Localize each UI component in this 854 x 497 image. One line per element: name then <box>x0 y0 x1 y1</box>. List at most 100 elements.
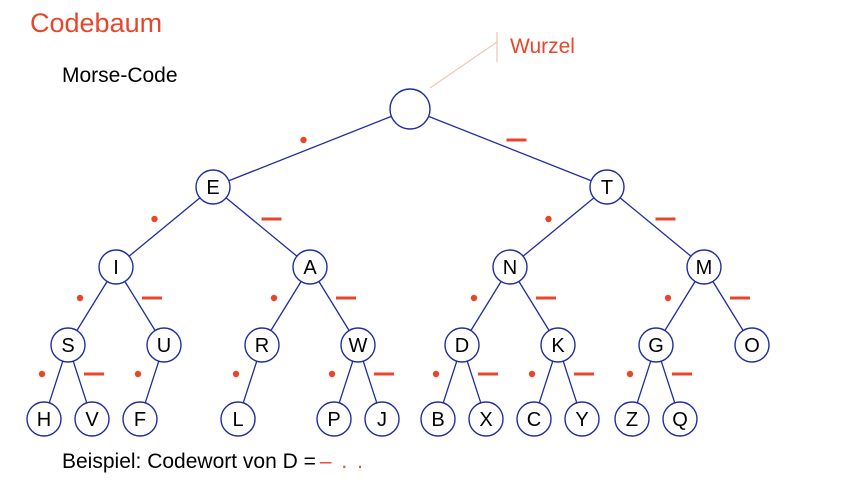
node-circle <box>686 249 722 285</box>
node-label: L <box>232 409 243 431</box>
node-label: U <box>157 335 171 357</box>
letter-node-g: G <box>638 327 674 363</box>
node-label: X <box>479 409 492 431</box>
node-label: S <box>61 335 74 357</box>
edge-dot-dash <box>225 197 298 257</box>
dot-symbol <box>470 294 478 302</box>
dot-symbol <box>76 294 84 302</box>
dash-symbol <box>142 296 162 300</box>
edge-dot-dot-dash <box>124 281 156 331</box>
letter-node-z: Z <box>614 401 650 437</box>
letter-node-h: H <box>26 401 62 437</box>
page-title: Codebaum <box>30 8 163 38</box>
edge-dot-dash-dot <box>270 281 302 331</box>
node-label: N <box>503 257 517 279</box>
node-label: A <box>303 257 317 279</box>
branch-symbols <box>38 136 750 378</box>
node-circle <box>492 249 528 285</box>
edge-dot-dash-dash-dash <box>362 360 378 404</box>
node-label: R <box>255 335 269 357</box>
edge-dot-dot-dash-dot <box>144 360 160 404</box>
node-label: W <box>349 335 368 357</box>
letter-node-i: I <box>98 249 134 285</box>
letter-node-e: E <box>195 169 231 205</box>
node-label: Y <box>575 409 588 431</box>
node-circle <box>734 327 770 363</box>
dot-symbol <box>545 215 552 223</box>
node-circle <box>50 327 86 363</box>
edge-dot-dash-dot-dot <box>242 360 258 404</box>
dot-symbol <box>300 136 307 144</box>
node-label: E <box>206 177 219 199</box>
edge-dash-dash-dot <box>664 281 696 331</box>
edge-dash-dot-dot <box>470 281 502 331</box>
letter-node-o: O <box>734 327 770 363</box>
example-code: – . . <box>319 450 365 473</box>
root-callout-label: Wurzel <box>510 35 575 58</box>
letter-node-j: J <box>364 401 400 437</box>
root-node <box>389 88 431 130</box>
node-circle <box>389 88 431 130</box>
node-circle <box>444 327 480 363</box>
node-circle <box>146 327 182 363</box>
dot-symbol <box>270 294 278 302</box>
node-circle <box>468 401 504 437</box>
node-label: F <box>134 409 146 431</box>
letter-node-w: W <box>340 327 376 363</box>
letter-node-y: Y <box>564 401 600 437</box>
node-label: V <box>85 409 99 431</box>
node-label: O <box>744 335 760 357</box>
node-circle <box>564 401 600 437</box>
dot-symbol <box>432 370 440 378</box>
edge-dash-dot-dash <box>518 281 550 331</box>
node-label: T <box>601 177 613 199</box>
diagram-subtitle: Morse-Code <box>62 64 178 87</box>
edge-dot-dash-dash-dot <box>338 360 354 404</box>
letter-node-b: B <box>420 401 456 437</box>
letter-node-p: P <box>316 401 352 437</box>
letter-node-a: A <box>292 249 328 285</box>
dot-symbol <box>38 370 46 378</box>
dash-symbol <box>84 372 104 376</box>
edge-dash-dash <box>619 197 692 257</box>
dash-symbol <box>672 372 692 376</box>
node-circle <box>420 401 456 437</box>
letter-node-q: Q <box>662 401 698 437</box>
letter-node-c: C <box>516 401 552 437</box>
node-circle <box>122 401 158 437</box>
node-circle <box>540 327 576 363</box>
tree-edges <box>48 115 744 404</box>
example-text: Beispiel: Codewort von D = <box>62 450 316 473</box>
dash-symbol <box>536 296 556 300</box>
node-circle <box>292 249 328 285</box>
edge-root-dash <box>428 115 592 182</box>
letter-node-m: M <box>686 249 722 285</box>
edge-dot-dot <box>128 197 201 257</box>
example-caption: Beispiel: Codewort von D =– . . <box>62 448 365 476</box>
letter-node-r: R <box>244 327 280 363</box>
letter-node-s: S <box>50 327 86 363</box>
node-label: Q <box>672 409 688 431</box>
node-circle <box>662 401 698 437</box>
edge-dot-dash-dash <box>318 281 350 331</box>
node-circle <box>614 401 650 437</box>
letter-node-l: L <box>220 401 256 437</box>
edge-dash-dot-dash-dash <box>562 360 578 404</box>
node-label: Z <box>626 409 638 431</box>
dash-symbol <box>374 372 394 376</box>
node-label: P <box>327 409 340 431</box>
node-label: G <box>648 335 664 357</box>
node-label: B <box>431 409 444 431</box>
edge-dash-dash-dot-dot <box>636 360 652 404</box>
edge-dash-dot-dot-dash <box>466 360 482 404</box>
root-callout-line <box>429 41 498 89</box>
edge-root-dot <box>228 115 392 182</box>
letter-node-k: K <box>540 327 576 363</box>
letter-node-x: X <box>468 401 504 437</box>
dash-symbol <box>261 217 282 221</box>
letter-node-v: V <box>74 401 110 437</box>
node-circle <box>74 401 110 437</box>
edge-dash-dot-dash-dot <box>538 360 554 404</box>
